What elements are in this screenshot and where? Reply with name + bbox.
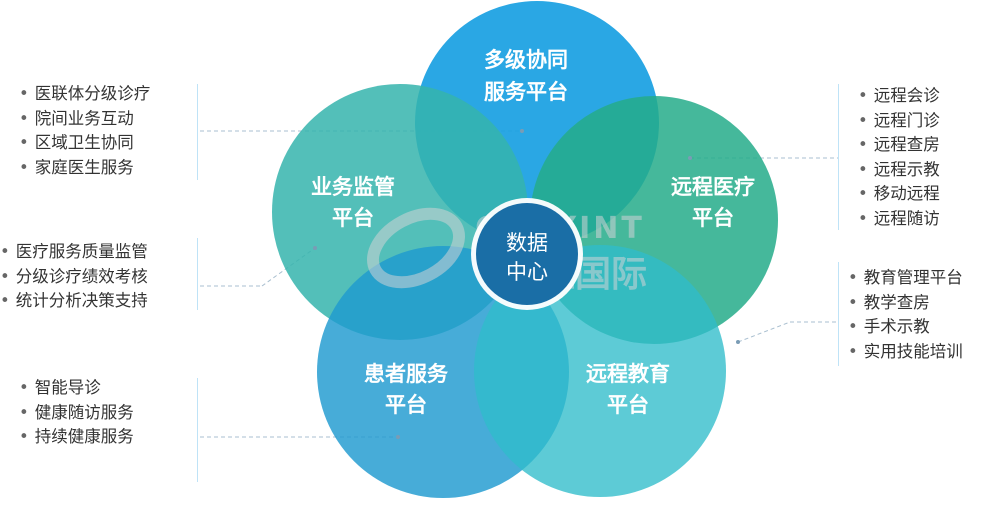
petal-bottom-right-label-line2: 平台: [607, 393, 649, 417]
petal-left-label-line2: 平台: [332, 206, 374, 230]
petal-labels: 多级协同 服务平台 业务监管 平台 远程医疗 平台 患者服务 平台 远程教育 平…: [311, 48, 755, 417]
list-top-left: 医联体分级诊疗院间业务互动区域卫生协同家庭医生服务: [19, 82, 151, 181]
accent-bar-top-left: [197, 84, 198, 180]
list-item: 智能导诊: [19, 376, 134, 401]
connector-dots: [313, 129, 740, 439]
connector-dot: [688, 156, 692, 160]
center-circle: [476, 203, 578, 305]
list-item: 远程门诊: [858, 109, 940, 134]
petal-bottom-left-label-line1: 患者服务: [364, 362, 449, 386]
accent-bar-mid-left: [197, 238, 198, 310]
petal-bottom-left-label-line2: 平台: [385, 393, 427, 417]
list-item: 医联体分级诊疗: [19, 82, 151, 107]
list-mid-left: 医疗服务质量监管分级诊疗绩效考核统计分析决策支持: [0, 240, 148, 314]
list-item: 家庭医生服务: [19, 156, 150, 181]
list-item: 区域卫生协同: [19, 131, 150, 156]
petal-right-label-line2: 平台: [692, 206, 734, 230]
list-item: 分级诊疗绩效考核: [0, 265, 148, 290]
accent-bar-bottom-right: [838, 262, 839, 366]
list-item: 院间业务互动: [19, 107, 150, 132]
accent-bar-bottom-left: [197, 378, 198, 482]
center-hub: 数据 中心: [471, 198, 583, 310]
list-bottom-right: 教育管理平台教学查房手术示教实用技能培训: [848, 266, 963, 364]
petal-left-label-line1: 业务监管: [311, 175, 395, 199]
list-item: 远程随访: [858, 207, 940, 232]
connector-dot: [736, 340, 740, 344]
list-item: 远程示教: [858, 158, 940, 183]
list-item: 持续健康服务: [19, 425, 134, 450]
list-item: 教学查房: [848, 291, 963, 316]
petal-bottom-right-label-line1: 远程教育: [586, 362, 670, 386]
connector-mid-left-diag: [261, 247, 316, 287]
connector-dot: [520, 129, 524, 133]
center-label-line1: 数据: [506, 231, 548, 255]
list-item: 远程会诊: [858, 84, 940, 109]
list-item: 远程查房: [858, 133, 940, 158]
list-item: 医疗服务质量监管: [0, 240, 148, 265]
list-bottom-left: 智能导诊健康随访服务持续健康服务: [19, 376, 134, 450]
list-item: 健康随访服务: [19, 401, 134, 426]
list-item: 移动远程: [858, 182, 940, 207]
list-item: 实用技能培训: [848, 340, 963, 365]
list-item: 教育管理平台: [848, 266, 963, 291]
petal-right-label-line1: 远程医疗: [671, 175, 755, 199]
list-top-right: 远程会诊远程门诊远程查房远程示教移动远程远程随访: [858, 84, 940, 231]
connector-bottom-right-diag: [737, 321, 791, 343]
center-label-line2: 中心: [506, 260, 548, 284]
list-item: 手术示教: [848, 315, 963, 340]
accent-bar-top-right: [838, 84, 839, 230]
list-item: 统计分析决策支持: [0, 289, 148, 314]
petal-top-label-line1: 多级协同: [484, 48, 568, 72]
connector-dot: [313, 246, 317, 250]
connector-dot: [396, 435, 400, 439]
petals: [272, 1, 778, 498]
watermark-logo-icon: [367, 207, 465, 289]
petal-top-label-line2: 服务平台: [484, 80, 568, 104]
